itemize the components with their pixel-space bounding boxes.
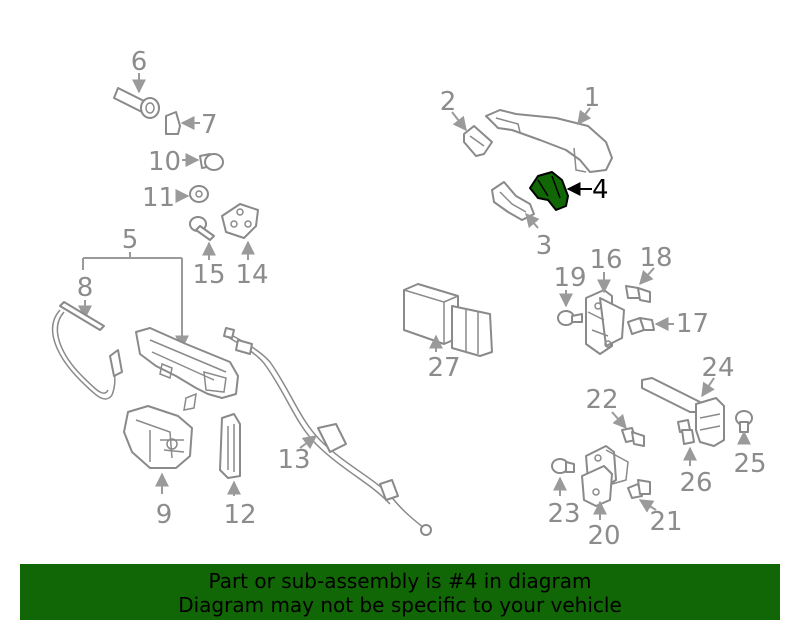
part-26-bolt: 26 (677, 419, 713, 498)
part-21-bolt: 21 (627, 479, 683, 537)
part-19-bolt: 19 (553, 263, 587, 326)
part-27-label: 27 (427, 353, 460, 383)
part-24-label: 24 (701, 353, 734, 383)
part-8-label: 8 (77, 273, 94, 303)
part-1-handle: 1 (485, 83, 613, 173)
part-2-gasket: 2 (440, 87, 493, 157)
part-5-assembly (135, 327, 239, 411)
part-27-block: 27 (403, 283, 493, 383)
part-17-label: 17 (676, 309, 709, 339)
part-15-pin: 15 (189, 216, 226, 290)
info-banner: Part or sub-assembly is #4 in diagram Di… (20, 564, 780, 620)
part-19-label: 19 (553, 263, 586, 293)
part-20-hinge: 20 (581, 445, 629, 551)
part-18-label: 18 (639, 243, 672, 273)
parts-diagram: 6 7 10 11 15 14 5 8 (51, 47, 767, 551)
part-9-label: 9 (156, 500, 173, 530)
part-20-label: 20 (587, 521, 620, 551)
part-4-label: 4 (592, 175, 609, 205)
part-16-label: 16 (589, 245, 622, 275)
part-10-label: 10 (148, 147, 181, 177)
part-3-label: 3 (536, 231, 553, 261)
part-12-label: 12 (223, 500, 256, 530)
part-2-label: 2 (440, 87, 457, 117)
part-3-gasket: 3 (491, 181, 553, 261)
part-12-strip: 12 (219, 413, 257, 530)
part-22-label: 22 (585, 385, 618, 415)
part-25-label: 25 (733, 449, 766, 479)
part-23-label: 23 (547, 499, 580, 529)
part-24-check-arm: 24 (641, 353, 735, 447)
banner-line-1: Part or sub-assembly is #4 in diagram (208, 569, 592, 593)
part-6-label: 6 (131, 47, 148, 77)
part-10-screw: 10 (148, 147, 224, 177)
banner-line-2: Diagram may not be specific to your vehi… (178, 593, 622, 617)
part-5-callout: 5 8 (77, 225, 189, 350)
part-14-label: 14 (235, 260, 268, 290)
part-8-cable (51, 301, 123, 400)
part-11-label: 11 (142, 183, 175, 213)
part-25-bolt: 25 (733, 410, 767, 479)
part-16-hinge: 16 (585, 245, 625, 355)
part-14-plate: 14 (221, 203, 269, 290)
part-15-label: 15 (192, 260, 225, 290)
part-6-bolt: 6 (113, 47, 160, 119)
part-13-cable: 13 (223, 327, 432, 536)
part-23-bolt: 23 (547, 458, 581, 529)
part-26-label: 26 (679, 468, 712, 498)
part-11-washer: 11 (142, 183, 209, 213)
part-1-label: 1 (584, 83, 601, 113)
part-17-bolt: 17 (627, 309, 709, 339)
part-5-label: 5 (122, 225, 139, 255)
part-22-bolt: 22 (585, 385, 645, 447)
part-7-label: 7 (201, 110, 218, 140)
part-18-bolt: 18 (625, 243, 673, 303)
part-9-latch: 9 (123, 405, 193, 530)
part-13-label: 13 (277, 445, 310, 475)
part-21-label: 21 (649, 507, 682, 537)
part-4-cover-highlighted: 4 (529, 171, 609, 211)
part-7-clip: 7 (165, 110, 218, 140)
